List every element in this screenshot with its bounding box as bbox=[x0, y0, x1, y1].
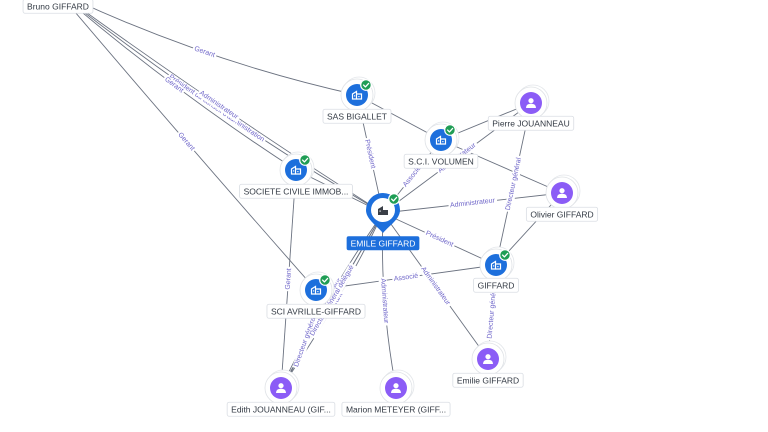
node-edith[interactable]: Edith JOUANNEAU (GIF... bbox=[226, 369, 336, 417]
node-label-text: GIFFARD bbox=[478, 280, 515, 290]
building-icon bbox=[290, 165, 302, 175]
node-label-box bbox=[322, 108, 392, 124]
edge-label-halo bbox=[448, 196, 498, 210]
node-emilie[interactable]: Emilie GIFFARD bbox=[452, 340, 524, 388]
check-badge-icon bbox=[444, 124, 456, 136]
node-bruno[interactable]: Bruno GIFFARD bbox=[22, 0, 94, 14]
node-label-box bbox=[452, 372, 524, 388]
edge-bruno-sas_bigallet bbox=[73, 0, 358, 96]
edge-label: Gerant bbox=[176, 131, 195, 152]
node-label-box bbox=[266, 303, 366, 319]
edge-label-halo bbox=[485, 283, 499, 341]
check-badge-icon bbox=[388, 193, 400, 205]
node-pierre[interactable]: Pierre JOUANNEAU bbox=[487, 84, 575, 131]
node-label-box bbox=[341, 401, 451, 417]
edge-label: Gerant bbox=[193, 46, 216, 60]
node-label-edith[interactable]: Edith JOUANNEAU (GIF... bbox=[226, 401, 336, 417]
building-icon bbox=[310, 285, 322, 295]
node-label-sas_bigallet[interactable]: SAS BIGALLET bbox=[322, 108, 392, 124]
building-icon bbox=[378, 206, 388, 215]
node-label-emile[interactable]: EMILE GIFFARD bbox=[346, 236, 420, 251]
node-label-box bbox=[473, 277, 519, 293]
edge-label: Directeur général bbox=[505, 157, 523, 211]
node-label-sci_volumen[interactable]: S.C.I. VOLUMEN bbox=[403, 153, 479, 169]
check-badge-icon bbox=[299, 154, 311, 166]
person-icon bbox=[276, 383, 286, 393]
node-label-box bbox=[22, 0, 94, 14]
edge-label: Président bbox=[424, 230, 454, 249]
node-label-text: Edith JOUANNEAU (GIF... bbox=[231, 404, 331, 414]
edge-label-halo bbox=[284, 266, 294, 292]
check-badge-icon bbox=[319, 274, 331, 286]
person-icon bbox=[526, 98, 536, 108]
node-sas_bigallet[interactable]: SAS BIGALLET bbox=[322, 76, 392, 124]
building-icon bbox=[351, 90, 363, 100]
person-icon bbox=[557, 188, 567, 198]
edge-label-halo bbox=[196, 88, 242, 123]
node-label-text: Marion METEYER (GIFF... bbox=[346, 404, 446, 414]
node-label-text: SAS BIGALLET bbox=[327, 111, 387, 121]
node-label-text: Olivier GIFFARD bbox=[530, 209, 593, 219]
nodes-layer: Bruno GIFFARD SAS BIGALLET S.C.I. VOLUMEN P… bbox=[22, 0, 599, 417]
node-label-text: SCI AVRILLE-GIFFARD bbox=[271, 306, 361, 316]
node-label-text: Emilie GIFFARD bbox=[457, 375, 519, 385]
node-label-bruno[interactable]: Bruno GIFFARD bbox=[22, 0, 94, 14]
edge-label-halo bbox=[362, 137, 378, 171]
person-icon bbox=[483, 354, 493, 364]
node-label-text: Pierre JOUANNEAU bbox=[492, 118, 569, 128]
node-label-pierre[interactable]: Pierre JOUANNEAU bbox=[487, 115, 575, 131]
edge-label-halo bbox=[378, 276, 390, 326]
person-icon bbox=[391, 383, 401, 393]
edge-label-halo bbox=[417, 264, 453, 309]
edge-label-halo bbox=[391, 271, 421, 284]
check-badge-icon bbox=[499, 249, 511, 261]
node-sci_volumen[interactable]: S.C.I. VOLUMEN bbox=[403, 121, 479, 169]
edge-label-halo bbox=[161, 74, 187, 96]
node-sci_immob[interactable]: SOCIETE CIVILE IMMOB... bbox=[239, 151, 353, 199]
building-icon bbox=[435, 135, 447, 145]
edge-label: Gerant bbox=[285, 268, 293, 290]
node-label-sci_immob[interactable]: SOCIETE CIVILE IMMOB... bbox=[239, 183, 353, 199]
node-label-box bbox=[525, 206, 599, 222]
edge-label-halo bbox=[174, 130, 198, 154]
node-label-olivier[interactable]: Olivier GIFFARD bbox=[525, 206, 599, 222]
edge-label-halo bbox=[191, 44, 218, 61]
node-olivier[interactable]: Olivier GIFFARD bbox=[525, 174, 599, 222]
edge-label: Directeur général bbox=[293, 315, 318, 368]
edge-label-halo bbox=[400, 163, 425, 190]
node-label-giffard[interactable]: GIFFARD bbox=[473, 277, 519, 293]
edge-label-halo bbox=[292, 313, 319, 370]
node-label-box bbox=[226, 401, 336, 417]
edge-label: Président bbox=[363, 139, 376, 169]
node-label-sci_avrille[interactable]: SCI AVRILLE-GIFFARD bbox=[266, 303, 366, 319]
check-badge-icon bbox=[360, 79, 372, 91]
building-icon bbox=[490, 260, 502, 270]
node-label-text: S.C.I. VOLUMEN bbox=[408, 156, 474, 166]
edge-label: Directeur général bbox=[487, 285, 499, 340]
node-label-box bbox=[346, 236, 420, 251]
node-marion[interactable]: Marion METEYER (GIFF... bbox=[341, 369, 451, 417]
node-label-text: SOCIETE CIVILE IMMOB... bbox=[244, 186, 349, 196]
edge-label: Associé bbox=[393, 273, 418, 283]
node-label-box bbox=[403, 153, 479, 169]
edge-label-halo bbox=[503, 155, 524, 213]
edge-label-halo bbox=[422, 228, 456, 250]
edge-label: Administrateur bbox=[379, 278, 389, 324]
node-sci_avrille[interactable]: SCI AVRILLE-GIFFARD bbox=[266, 271, 366, 319]
node-label-marion[interactable]: Marion METEYER (GIFF... bbox=[341, 401, 451, 417]
node-label-text: Bruno GIFFARD bbox=[27, 1, 89, 11]
edge-label: Administrateur bbox=[450, 197, 496, 209]
node-label-text: EMILE GIFFARD bbox=[351, 238, 416, 248]
node-label-box bbox=[487, 115, 575, 131]
node-emile[interactable]: EMILE GIFFARD bbox=[346, 193, 420, 251]
node-label-box bbox=[239, 183, 353, 199]
edge-label: Administrateur bbox=[198, 90, 240, 122]
node-label-emilie[interactable]: Emilie GIFFARD bbox=[452, 372, 524, 388]
edge-label-halo bbox=[307, 262, 357, 339]
node-giffard[interactable]: GIFFARD bbox=[473, 246, 519, 293]
